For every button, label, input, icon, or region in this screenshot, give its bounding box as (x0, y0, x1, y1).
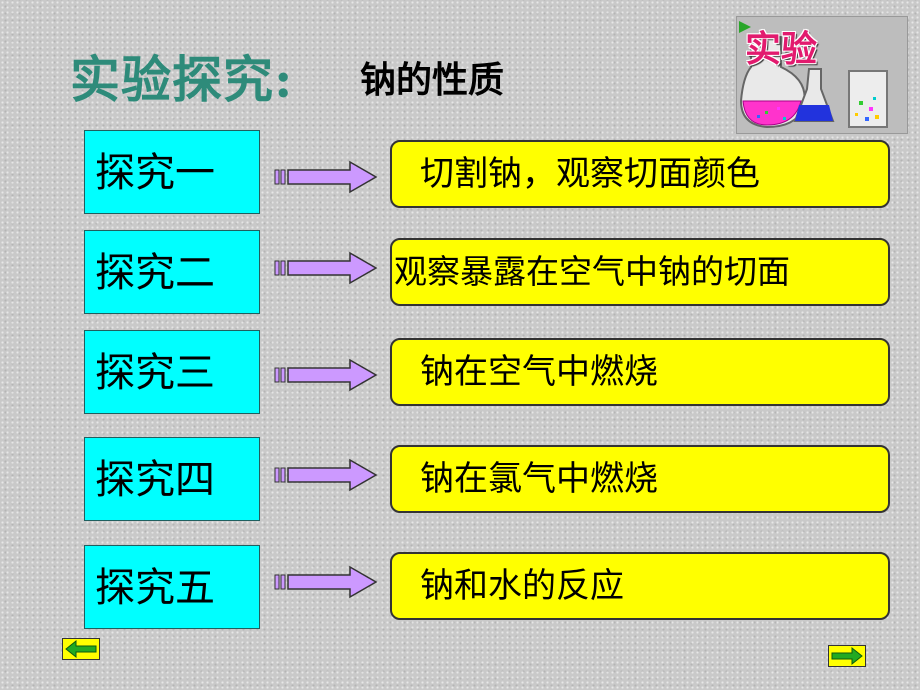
lab-badge-label: 实验 (745, 29, 818, 70)
prev-slide-button[interactable] (62, 638, 100, 660)
inquiry-label-5: 探究五 (84, 545, 260, 629)
next-slide-button[interactable] (828, 645, 866, 667)
inquiry-desc-5: 钠和水的反应 (390, 552, 890, 620)
inquiry-label-2: 探究二 (84, 230, 260, 314)
inquiry-desc-4: 钠在氯气中燃烧 (390, 445, 890, 513)
inquiry-desc-2: 观察暴露在空气中钠的切面 (390, 238, 890, 306)
lab-flasks-icon (739, 21, 888, 129)
inquiry-label-4: 探究四 (84, 437, 260, 521)
inquiry-label-3: 探究三 (84, 330, 260, 414)
inquiry-desc-1: 切割钠，观察切面颜色 (390, 140, 890, 208)
right-arrow-icon (274, 358, 378, 392)
inquiry-desc-3: 钠在空气中燃烧 (390, 338, 890, 406)
right-arrow-icon (274, 160, 378, 194)
slide-subtitle: 钠的性质 (360, 60, 505, 101)
right-arrow-icon (274, 458, 378, 492)
arrow-right-icon (828, 645, 866, 667)
slide-title: 实验探究: (70, 50, 294, 109)
right-arrow-icon (274, 565, 378, 599)
inquiry-label-1: 探究一 (84, 130, 260, 214)
right-arrow-icon (274, 251, 378, 285)
lab-badge: 实验 (736, 16, 908, 134)
arrow-left-icon (62, 638, 100, 660)
